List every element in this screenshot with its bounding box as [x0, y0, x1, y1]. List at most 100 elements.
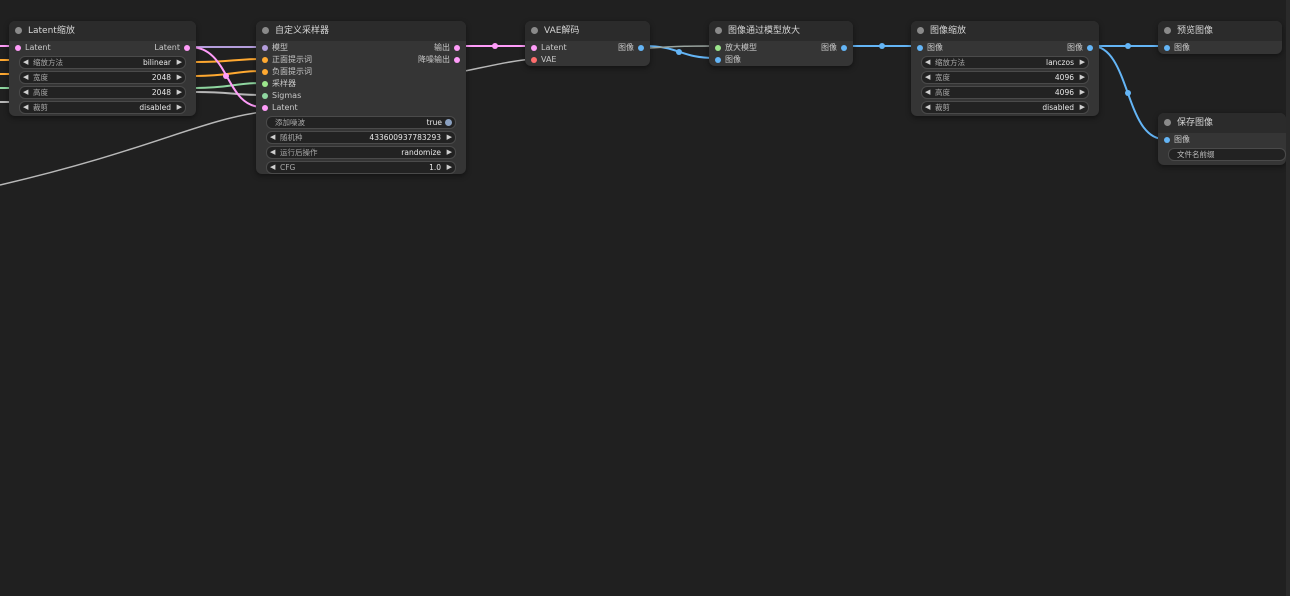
output-slot-image[interactable]: 图像	[618, 42, 644, 54]
increment-arrow-icon[interactable]: ▶	[1079, 73, 1085, 81]
conditioning-input-dot-icon[interactable]	[262, 57, 268, 63]
widget-upscale-method[interactable]: ◀ 缩放方法 lanczos ▶	[921, 56, 1089, 69]
node-image-scale[interactable]: 图像缩放 图像 图像 ◀ 缩放方法 lanczos ▶ ◀ 宽度 4096 ▶ …	[911, 21, 1099, 116]
toggle-knob-icon[interactable]	[445, 119, 452, 126]
collapse-dot-icon[interactable]	[1164, 27, 1171, 34]
slot-label: 图像	[1174, 43, 1190, 52]
input-slot-negative[interactable]: 负面提示词	[262, 66, 312, 78]
node-title-bar[interactable]: 预览图像	[1158, 21, 1282, 41]
increment-arrow-icon[interactable]: ▶	[1079, 88, 1085, 96]
image-input-dot-icon[interactable]	[1164, 137, 1170, 143]
node-title-bar[interactable]: VAE解码	[525, 21, 650, 41]
input-slot-vae[interactable]: VAE	[531, 54, 557, 66]
widget-height[interactable]: ◀ 高度 4096 ▶	[921, 86, 1089, 99]
input-slot-image[interactable]: 图像	[1164, 134, 1190, 146]
decrement-arrow-icon[interactable]: ◀	[925, 88, 931, 96]
slot-label: Latent	[541, 43, 567, 52]
input-slot-model[interactable]: 模型	[262, 42, 288, 54]
collapse-dot-icon[interactable]	[715, 27, 722, 34]
decrement-arrow-icon[interactable]: ◀	[270, 148, 276, 156]
output-slot-denoised[interactable]: 降噪输出	[418, 54, 460, 66]
upscale-model-input-dot-icon[interactable]	[715, 45, 721, 51]
input-slot-sigmas[interactable]: Sigmas	[262, 90, 301, 102]
increment-arrow-icon[interactable]: ▶	[446, 148, 452, 156]
decrement-arrow-icon[interactable]: ◀	[925, 103, 931, 111]
conditioning-input-dot-icon[interactable]	[262, 69, 268, 75]
increment-arrow-icon[interactable]: ▶	[176, 103, 182, 111]
widget-add-noise-toggle[interactable]: 添加噪波 true	[266, 116, 456, 129]
latent-input-dot-icon[interactable]	[531, 45, 537, 51]
widget-upscale-method[interactable]: ◀ 缩放方法 bilinear ▶	[19, 56, 186, 69]
decrement-arrow-icon[interactable]: ◀	[23, 73, 29, 81]
input-slot-upscale-model[interactable]: 放大模型	[715, 42, 757, 54]
node-vae-decode[interactable]: VAE解码 Latent 图像 VAE	[525, 21, 650, 66]
image-input-dot-icon[interactable]	[917, 45, 923, 51]
decrement-arrow-icon[interactable]: ◀	[925, 73, 931, 81]
widget-height[interactable]: ◀ 高度 2048 ▶	[19, 86, 186, 99]
input-slot-image[interactable]: 图像	[917, 42, 943, 54]
widget-width[interactable]: ◀ 宽度 2048 ▶	[19, 71, 186, 84]
node-title-bar[interactable]: 自定义采样器	[256, 21, 466, 41]
output-slot-output[interactable]: 输出	[434, 42, 460, 54]
model-input-dot-icon[interactable]	[262, 45, 268, 51]
node-preview-image[interactable]: 预览图像 图像	[1158, 21, 1282, 54]
decrement-arrow-icon[interactable]: ◀	[23, 58, 29, 66]
widget-crop[interactable]: ◀ 裁剪 disabled ▶	[921, 101, 1089, 114]
input-slot-latent[interactable]: Latent	[531, 42, 567, 54]
image-input-dot-icon[interactable]	[715, 57, 721, 63]
output-slot-image[interactable]: 图像	[821, 42, 847, 54]
increment-arrow-icon[interactable]: ▶	[1079, 103, 1085, 111]
node-title-bar[interactable]: 图像缩放	[911, 21, 1099, 41]
input-slot-latent[interactable]: Latent	[15, 42, 51, 54]
node-custom-sampler[interactable]: 自定义采样器 模型 输出 正面提示词 降噪输出	[256, 21, 466, 174]
latent-output-dot-icon[interactable]	[454, 57, 460, 63]
collapse-dot-icon[interactable]	[262, 27, 269, 34]
collapse-dot-icon[interactable]	[1164, 119, 1171, 126]
latent-output-dot-icon[interactable]	[184, 45, 190, 51]
widget-control-after-generate[interactable]: ◀ 运行后操作 randomize ▶	[266, 146, 456, 159]
output-slot-latent[interactable]: Latent	[154, 42, 190, 54]
widget-cfg[interactable]: ◀ CFG 1.0 ▶	[266, 161, 456, 174]
latent-input-dot-icon[interactable]	[262, 105, 268, 111]
decrement-arrow-icon[interactable]: ◀	[270, 163, 276, 171]
collapse-dot-icon[interactable]	[15, 27, 22, 34]
input-slot-image[interactable]: 图像	[1164, 42, 1190, 54]
decrement-arrow-icon[interactable]: ◀	[925, 58, 931, 66]
latent-input-dot-icon[interactable]	[15, 45, 21, 51]
collapse-dot-icon[interactable]	[531, 27, 538, 34]
widget-width[interactable]: ◀ 宽度 4096 ▶	[921, 71, 1089, 84]
increment-arrow-icon[interactable]: ▶	[1079, 58, 1085, 66]
collapse-dot-icon[interactable]	[917, 27, 924, 34]
filename-prefix-field[interactable]: 文件名前缀	[1168, 148, 1286, 161]
increment-arrow-icon[interactable]: ▶	[446, 133, 452, 141]
image-output-dot-icon[interactable]	[1087, 45, 1093, 51]
input-slot-positive[interactable]: 正面提示词	[262, 54, 312, 66]
input-slot-latent[interactable]: Latent	[262, 102, 298, 114]
input-slot-sampler[interactable]: 采样器	[262, 78, 296, 90]
latent-output-dot-icon[interactable]	[454, 45, 460, 51]
image-input-dot-icon[interactable]	[1164, 45, 1170, 51]
node-upscale-with-model[interactable]: 图像通过模型放大 放大模型 图像 图像	[709, 21, 853, 66]
increment-arrow-icon[interactable]: ▶	[446, 163, 452, 171]
image-output-dot-icon[interactable]	[638, 45, 644, 51]
sigmas-input-dot-icon[interactable]	[262, 93, 268, 99]
node-latent-upscale[interactable]: Latent缩放 Latent Latent ◀ 缩放方法 bilinear ▶…	[9, 21, 196, 116]
node-title-bar[interactable]: 图像通过模型放大	[709, 21, 853, 41]
node-save-image[interactable]: 保存图像 图像 文件名前缀	[1158, 113, 1286, 165]
vae-input-dot-icon[interactable]	[531, 57, 537, 63]
decrement-arrow-icon[interactable]: ◀	[23, 88, 29, 96]
input-slot-image[interactable]: 图像	[715, 54, 741, 66]
widget-seed[interactable]: ◀ 随机种 433600937783293 ▶	[266, 131, 456, 144]
decrement-arrow-icon[interactable]: ◀	[270, 133, 276, 141]
output-slot-image[interactable]: 图像	[1067, 42, 1093, 54]
widget-crop[interactable]: ◀ 裁剪 disabled ▶	[19, 101, 186, 114]
increment-arrow-icon[interactable]: ▶	[176, 73, 182, 81]
sampler-input-dot-icon[interactable]	[262, 81, 268, 87]
node-title-bar[interactable]: 保存图像	[1158, 113, 1286, 133]
image-output-dot-icon[interactable]	[841, 45, 847, 51]
increment-arrow-icon[interactable]: ▶	[176, 58, 182, 66]
decrement-arrow-icon[interactable]: ◀	[23, 103, 29, 111]
node-title-bar[interactable]: Latent缩放	[9, 21, 196, 41]
increment-arrow-icon[interactable]: ▶	[176, 88, 182, 96]
